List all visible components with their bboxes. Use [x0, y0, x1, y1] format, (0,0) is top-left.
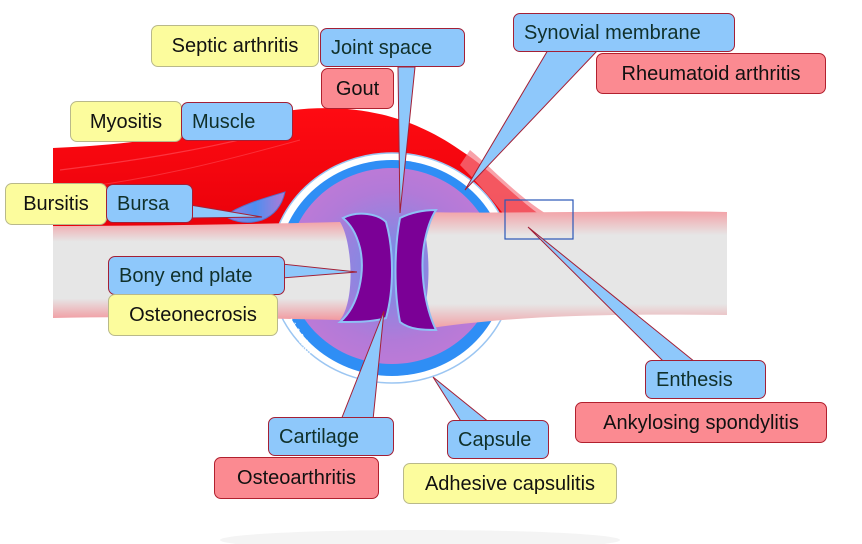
joint-space-pointer — [397, 66, 416, 214]
capsule-label[interactable]: Capsule — [447, 420, 549, 459]
cartilage-label[interactable]: Cartilage — [268, 417, 394, 456]
cartilage-left — [337, 212, 393, 324]
ankylosing-spondylitis-label[interactable]: Ankylosing spondylitis — [575, 402, 827, 443]
muscle-label[interactable]: Muscle — [181, 102, 293, 141]
rheumatoid-arthritis-label[interactable]: Rheumatoid arthritis — [596, 53, 826, 94]
floor-shadow — [220, 530, 620, 544]
joint-space-label[interactable]: Joint space — [320, 28, 465, 67]
bursitis-label[interactable]: Bursitis — [5, 183, 107, 225]
adhesive-capsulitis-label[interactable]: Adhesive capsulitis — [403, 463, 617, 504]
bony-end-plate-label[interactable]: Bony end plate — [108, 256, 285, 295]
gout-label[interactable]: Gout — [321, 68, 394, 109]
capsule-pointer — [432, 376, 492, 424]
enthesis-highlight-box — [504, 199, 574, 240]
osteonecrosis-label[interactable]: Osteonecrosis — [108, 294, 278, 336]
myositis-label[interactable]: Myositis — [70, 101, 182, 142]
cartilage-right — [394, 208, 438, 332]
enthesis-label[interactable]: Enthesis — [645, 360, 766, 399]
synovial-membrane-pointer — [464, 49, 600, 191]
synovial-membrane-label[interactable]: Synovial membrane — [513, 13, 735, 52]
osteoarthritis-label[interactable]: Osteoarthritis — [214, 457, 379, 499]
bursa-label[interactable]: Bursa — [106, 184, 193, 223]
septic-arthritis-label[interactable]: Septic arthritis — [151, 25, 319, 67]
